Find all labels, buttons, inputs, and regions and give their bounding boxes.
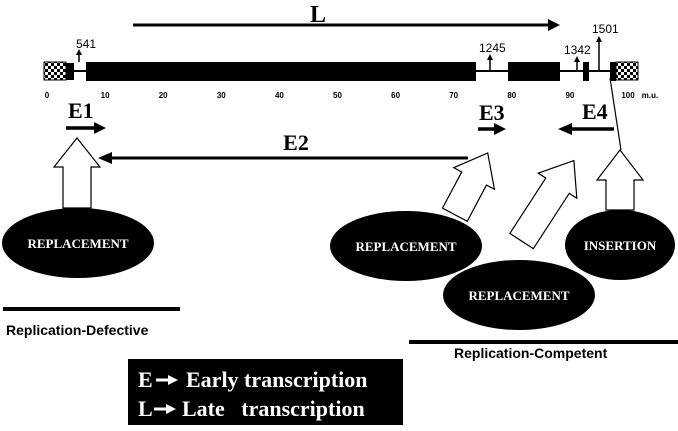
scale-tick-50: 50 <box>333 91 342 100</box>
legend-early-arrow <box>156 375 178 385</box>
e2-arrow <box>98 152 468 164</box>
scale-tick-90: 90 <box>565 91 574 100</box>
e4-replacement-block-arrow <box>509 159 578 250</box>
map-unit-label: m.u. <box>642 91 658 100</box>
scale-tick-100: 100 <box>621 91 635 100</box>
scale-tick-60: 60 <box>391 91 400 100</box>
e3-block-arrow <box>441 152 496 223</box>
genome-block-e1a <box>66 63 74 80</box>
e3-replacement-ellipse: REPLACEMENT <box>330 211 482 281</box>
svg-text:1342: 1342 <box>564 43 591 57</box>
svg-text:1245: 1245 <box>479 41 506 55</box>
late-transcript-label: L <box>310 2 326 28</box>
genome-bar <box>43 61 639 81</box>
genome-block-e4-region <box>508 62 560 81</box>
competent-group-label: Replication-Competent <box>454 345 608 361</box>
defective-group-label: Replication-Defective <box>6 322 149 338</box>
e2-label: E2 <box>283 130 309 155</box>
svg-text:INSERTION: INSERTION <box>584 238 657 253</box>
scale-tick-70: 70 <box>449 91 458 100</box>
map-unit-scale: 0 10 20 30 40 50 60 70 80 90 100 <box>45 91 635 100</box>
scale-tick-0: 0 <box>45 91 50 100</box>
scale-tick-20: 20 <box>159 91 168 100</box>
legend-early-letter: E <box>138 367 153 392</box>
scale-tick-80: 80 <box>507 91 516 100</box>
position-marker-1342: 1342 <box>564 43 591 71</box>
late-transcript-arrow <box>133 19 560 31</box>
svg-text:1501: 1501 <box>592 22 619 36</box>
genome-block-main <box>86 62 476 81</box>
e1-block-arrow <box>52 137 102 209</box>
legend-late-arrow <box>154 404 176 414</box>
legend-late-letter: L <box>138 396 153 421</box>
position-marker-1501: 1501 <box>592 22 619 71</box>
scale-tick-30: 30 <box>217 91 226 100</box>
position-marker-1245: 1245 <box>479 41 506 71</box>
e1-label: E1 <box>68 98 94 123</box>
genome-block-small <box>583 62 589 81</box>
svg-text:REPLACEMENT: REPLACEMENT <box>355 239 456 254</box>
e4-replacement-ellipse: REPLACEMENT <box>443 260 595 330</box>
e4-insertion-block-arrow <box>595 149 645 211</box>
legend-early-text: Early transcription <box>186 367 368 392</box>
legend-late-text: Late transcription <box>182 396 365 421</box>
e4-label: E4 <box>582 99 608 124</box>
svg-text:541: 541 <box>76 37 96 51</box>
scale-tick-10: 10 <box>101 91 110 100</box>
e3-arrow <box>478 123 506 135</box>
svg-text:REPLACEMENT: REPLACEMENT <box>27 236 128 251</box>
e3-label: E3 <box>479 100 505 125</box>
e1-arrow <box>66 122 106 134</box>
svg-text:REPLACEMENT: REPLACEMENT <box>468 288 569 303</box>
genome-block-end <box>610 62 616 81</box>
scale-tick-40: 40 <box>275 91 284 100</box>
position-marker-541: 541 <box>76 37 96 62</box>
e4-insertion-ellipse: INSERTION <box>565 210 675 280</box>
e1-replacement-ellipse: REPLACEMENT <box>2 208 154 278</box>
e4-arrow <box>558 123 614 135</box>
legend-box: E Early transcription L Late transcripti… <box>128 359 403 425</box>
left-itr <box>43 61 67 81</box>
right-itr <box>615 61 639 81</box>
insertion-pointer-line <box>609 77 622 151</box>
